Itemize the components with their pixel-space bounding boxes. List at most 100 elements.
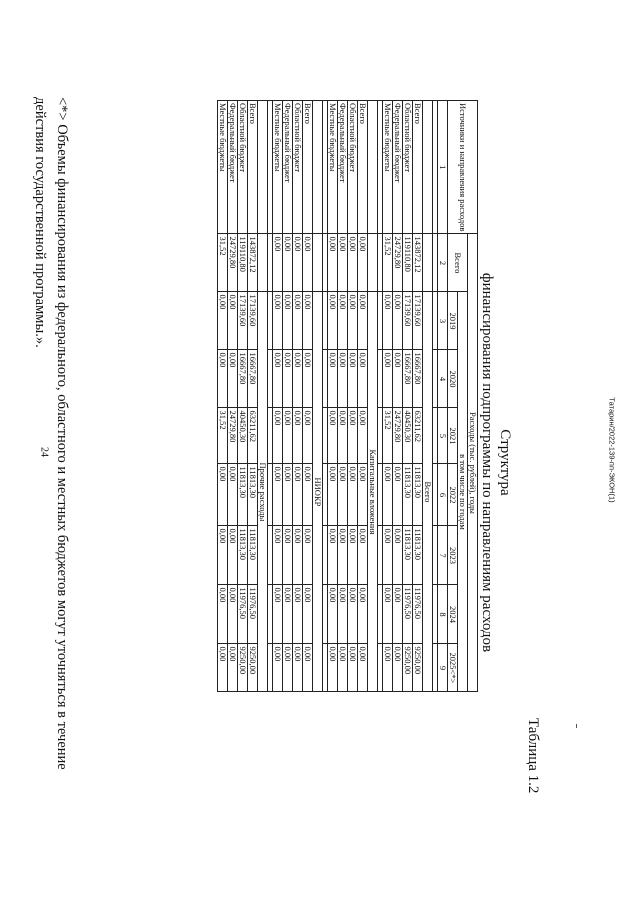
value-cell: 0,00	[217, 584, 228, 644]
value-cell: 0,00	[347, 233, 358, 292]
value-cell: 0,00	[392, 291, 403, 350]
value-cell: 0,00	[337, 643, 348, 692]
value-cell: 0,00	[292, 233, 303, 292]
value-cell: 0,00	[382, 291, 393, 350]
spacer-cell	[432, 407, 438, 464]
value-cell: 0,00	[272, 291, 283, 350]
section-empty-cell	[257, 100, 268, 234]
scan-mark	[576, 724, 577, 728]
value-cell: 11976,50	[247, 584, 258, 644]
value-cell: 0,00	[357, 643, 368, 692]
spacer-cell	[267, 463, 273, 526]
value-cell: 0,00	[392, 349, 403, 408]
value-cell: 0,00	[217, 525, 228, 585]
value-cell: 0,00	[357, 349, 368, 408]
value-cell: 0,00	[272, 463, 283, 526]
value-cell: 0,00	[292, 584, 303, 644]
value-cell: 0,00	[347, 643, 358, 692]
column-number: 7	[437, 525, 448, 585]
value-cell: 0,00	[302, 233, 313, 292]
value-cell: 0,00	[347, 407, 358, 464]
value-cell: 17139,60	[237, 291, 248, 350]
spacer-cell	[322, 100, 328, 234]
value-cell: 31,52	[382, 407, 393, 464]
header-including: в том числе по годам	[457, 291, 468, 692]
spacer-cell	[432, 525, 438, 585]
section-row: НИОКР	[312, 100, 323, 692]
value-cell: 0,00	[282, 233, 293, 292]
value-cell: 24729,80	[392, 407, 403, 464]
table-label: Таблица 1.2	[525, 718, 541, 794]
value-cell: 0,00	[227, 349, 238, 408]
value-cell: 11813,30	[402, 525, 413, 585]
spacer-row	[432, 100, 438, 692]
value-cell: 0,00	[337, 407, 348, 464]
value-cell: 11976,50	[402, 584, 413, 644]
value-cell: 0,00	[347, 463, 358, 526]
value-cell: 0,00	[227, 525, 238, 585]
section-title: Прочие расходы	[257, 291, 268, 692]
value-cell: 0,00	[292, 291, 303, 350]
value-cell: 0,00	[282, 525, 293, 585]
row-label: Областной бюджет	[402, 100, 413, 234]
value-cell: 0,00	[292, 643, 303, 692]
value-cell: 40450,30	[237, 407, 248, 464]
value-cell: 0,00	[227, 643, 238, 692]
spacer-cell	[267, 584, 273, 644]
value-cell: 0,00	[327, 407, 338, 464]
value-cell: 0,00	[392, 643, 403, 692]
row-label: Областной бюджет	[292, 100, 303, 234]
value-cell: 0,00	[272, 349, 283, 408]
value-cell: 0,00	[392, 584, 403, 644]
value-cell: 0,00	[337, 463, 348, 526]
value-cell: 0,00	[227, 463, 238, 526]
spacer-cell	[322, 463, 328, 526]
spacer-cell	[432, 643, 438, 692]
spacer-row	[322, 100, 328, 692]
column-number: 2	[437, 233, 448, 292]
value-cell: 0,00	[337, 291, 348, 350]
row-label: Местные бюджеты	[272, 100, 283, 234]
value-cell: 0,00	[337, 584, 348, 644]
value-cell: 0,00	[357, 584, 368, 644]
value-cell: 11976,50	[412, 584, 423, 644]
value-cell: 11813,30	[412, 463, 423, 526]
year-header: 2021	[447, 407, 458, 464]
year-header: 2025<*>	[447, 643, 458, 692]
row-label: Всего	[412, 100, 423, 234]
value-cell: 16667,80	[247, 349, 258, 408]
value-cell: 40450,30	[402, 407, 413, 464]
value-cell: 24729,80	[392, 233, 403, 292]
value-cell: 16667,80	[412, 349, 423, 408]
spacer-cell	[377, 233, 383, 292]
year-header: 2023	[447, 525, 458, 585]
value-cell: 11813,30	[237, 525, 248, 585]
section-title: Всего	[422, 291, 433, 692]
value-cell: 0,00	[227, 584, 238, 644]
value-cell: 0,00	[337, 233, 348, 292]
section-empty-cell	[367, 233, 378, 292]
column-number: 4	[437, 349, 448, 408]
value-cell: 0,00	[272, 233, 283, 292]
spacer-row	[377, 100, 383, 692]
title-line-1: Структура	[497, 429, 513, 496]
spacer-cell	[377, 525, 383, 585]
section-empty-cell	[257, 233, 268, 292]
header-source: Источники и направления расходов	[447, 100, 478, 234]
value-cell: 0,00	[272, 407, 283, 464]
row-label: Всего	[302, 100, 313, 234]
value-cell: 16667,80	[402, 349, 413, 408]
value-cell: 0,00	[327, 349, 338, 408]
value-cell: 0,00	[392, 525, 403, 585]
value-cell: 0,00	[292, 349, 303, 408]
column-number: 9	[437, 643, 448, 692]
spacer-cell	[322, 525, 328, 585]
